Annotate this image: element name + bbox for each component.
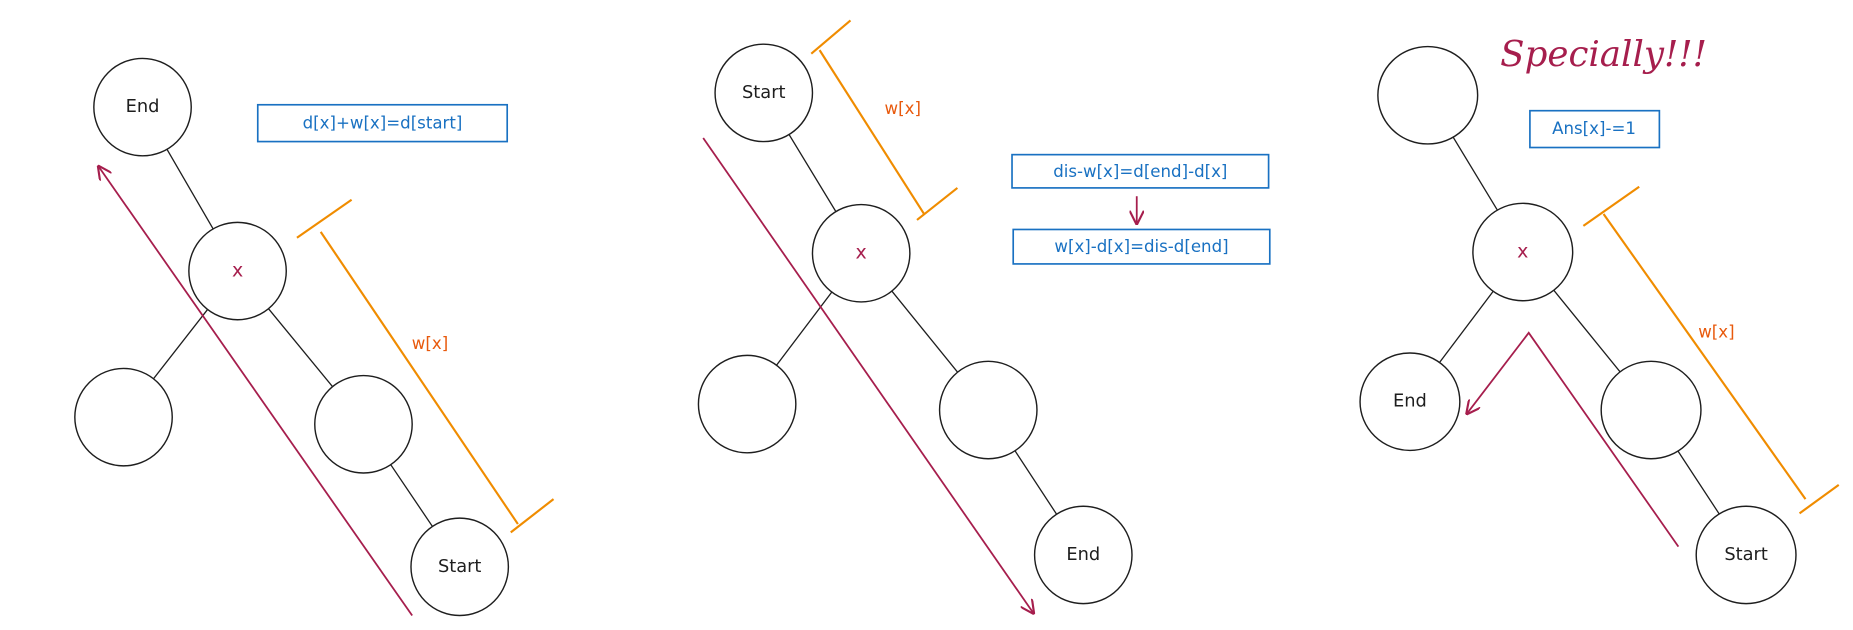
node-circle [811,203,911,303]
weight-label: w[x] [885,99,921,118]
formula-text: Ans[x]-=1 [1552,119,1636,138]
node-label: Start [1724,544,1767,565]
node-circle [410,517,510,617]
node-label: Start [742,82,785,103]
formula-box-1 [1011,153,1270,189]
tree-node: Start [410,517,510,617]
node-label: End [1066,544,1100,565]
dimension-cap [810,19,852,55]
path-arrow [702,137,1033,613]
formula-text-1: dis-w[x]=d[end]-d[x] [1053,162,1227,181]
node-label: x [232,260,243,282]
tree-node: x [1472,202,1574,302]
tree-node: End [1033,505,1133,605]
weight-dimension-line [818,49,926,215]
dimension-cap [510,498,555,534]
formula-box [256,103,509,143]
node-circle [188,221,287,321]
tree-node [314,374,413,474]
node-label: End [126,96,160,117]
weight-label: w[x] [412,334,448,353]
node-circle [1695,505,1797,605]
formula-text: d[x]+w[x]=d[start] [303,113,463,132]
tree-node [1600,360,1702,460]
formula-box-2 [1012,228,1271,265]
node-circle [714,43,814,143]
tree-node: End [93,57,192,157]
node-circle [1377,45,1479,145]
node-circle [93,57,192,157]
node-label: x [1517,241,1528,263]
weight-dimension-line [1602,213,1807,500]
dimension-cap [296,198,353,239]
node-label: End [1393,391,1427,412]
tree-node [74,367,173,467]
node-label: Start [438,556,481,577]
tree-node: Start [1695,505,1797,605]
node-label: x [856,242,867,264]
path-arrow [1467,331,1680,548]
dimension-cap [1798,483,1840,515]
tree-node: x [188,221,287,321]
weight-label: w[x] [1698,322,1734,341]
special-title: Specially!!! [1500,34,1707,75]
weight-dimension-line [319,231,519,525]
node-circle [697,354,797,454]
tree-node: x [811,203,911,303]
dimension-cap [1582,185,1640,227]
tree-node [697,354,797,454]
formula-box [1529,109,1661,149]
node-circle [1600,360,1702,460]
node-circle [1472,202,1574,302]
node-circle [1359,352,1461,452]
formula-text-2: w[x]-d[x]=dis-d[end] [1054,237,1228,256]
path-arrow [99,167,413,617]
tree-node: Start [714,43,814,143]
tree-node [938,360,1038,460]
tree-node: End [1359,352,1461,452]
node-circle [74,367,173,467]
node-circle [938,360,1038,460]
node-circle [1033,505,1133,605]
tree-node [1377,45,1479,145]
node-circle [314,374,413,474]
dimension-cap [916,187,959,221]
